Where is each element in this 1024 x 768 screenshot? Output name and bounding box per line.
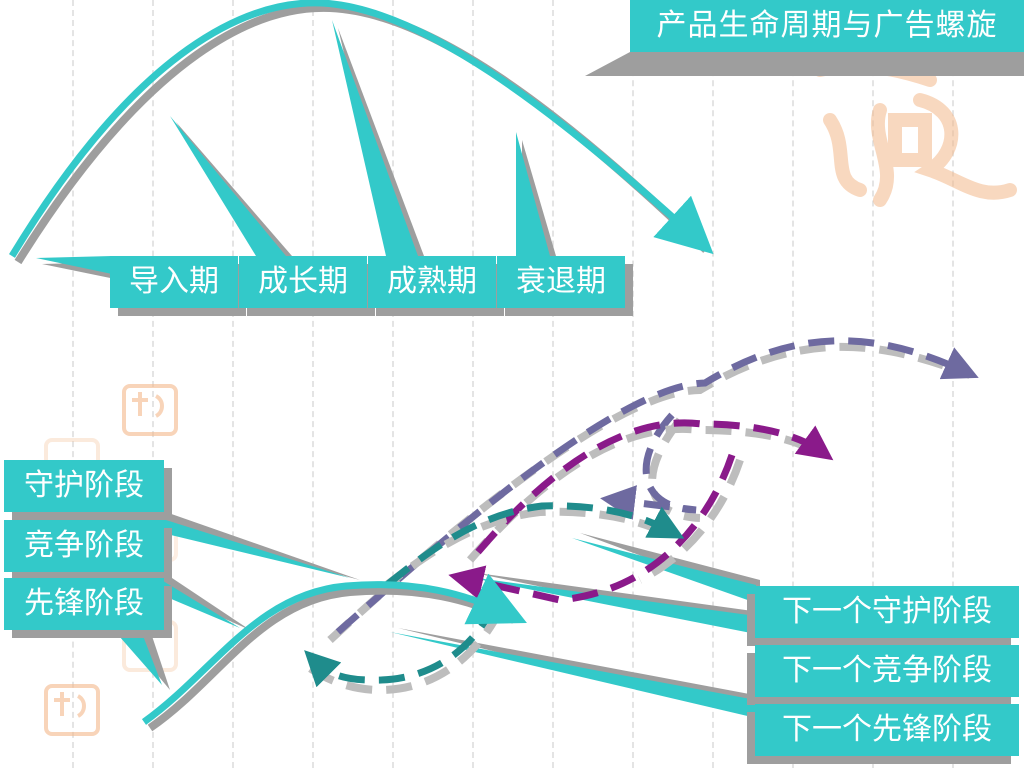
- next-phase-label-competition: 下一个竞争阶段: [755, 645, 1019, 697]
- pioneer-curve: [141, 573, 527, 732]
- phase-label-competition: 竞争阶段: [4, 520, 164, 572]
- phase-callouts: [112, 510, 360, 690]
- title-shadow: [585, 52, 1024, 76]
- next-phase-callouts: [390, 533, 760, 718]
- diagram-title: 产品生命周期与广告螺旋: [630, 0, 1024, 52]
- phase-label-guardian: 守护阶段: [4, 460, 164, 512]
- stage-label-decline: 衰退期: [497, 256, 625, 308]
- stage-label-growth: 成长期: [239, 256, 367, 308]
- stage-label-maturity: 成熟期: [368, 256, 496, 308]
- phase-label-pioneer: 先锋阶段: [4, 578, 164, 630]
- next-phase-label-guardian: 下一个守护阶段: [755, 586, 1019, 638]
- lifecycle-curve: [9, 0, 714, 265]
- stage-label-introduction: 导入期: [110, 256, 238, 308]
- spiral-loops: [297, 337, 979, 695]
- stage-callouts: [36, 20, 556, 280]
- next-phase-label-pioneer: 下一个先锋阶段: [755, 704, 1019, 756]
